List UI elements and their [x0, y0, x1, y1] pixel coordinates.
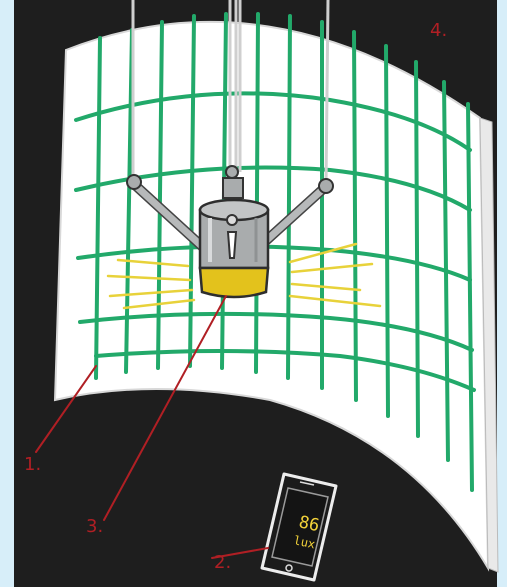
label-room: 4.	[430, 20, 447, 41]
label-light-meter: 2.	[214, 552, 231, 573]
left-border	[0, 0, 14, 587]
label-screen: 1.	[24, 454, 41, 475]
label-lamp: 3.	[86, 516, 103, 537]
phone-reading-value: 86	[297, 512, 321, 536]
right-border	[497, 0, 507, 587]
